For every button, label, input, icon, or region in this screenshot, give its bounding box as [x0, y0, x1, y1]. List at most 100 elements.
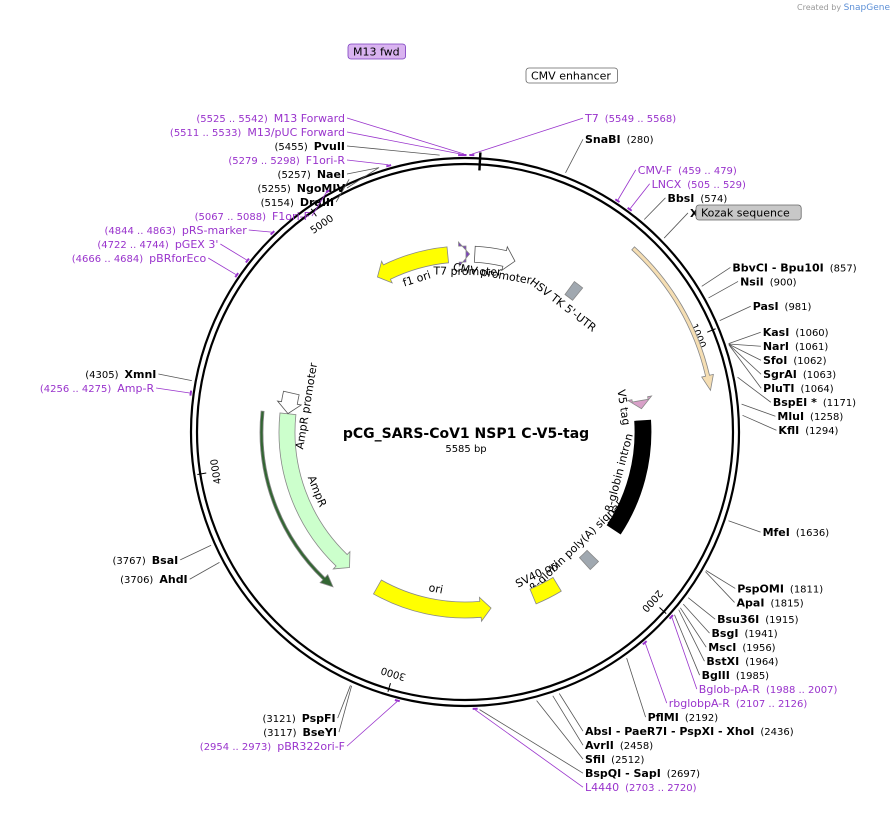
site-label-pvuii: (5455)PvuII [274, 140, 345, 153]
plasmid-name: pCG_SARS-CoV1 NSP1 C-V5-tag [343, 426, 589, 442]
feature-ori [372, 579, 492, 623]
scale-tick [659, 607, 667, 614]
scale-tick-label: 2000 [639, 587, 664, 613]
leader-line [728, 343, 762, 361]
leader-line [346, 167, 379, 189]
primer-label-prs-marker: (4844 .. 4863)pRS-marker [105, 224, 248, 237]
leader-line [346, 117, 465, 155]
leader-line [674, 614, 700, 676]
feature-hsv-tk-5-utr [564, 281, 584, 301]
feature-globin-intron [606, 419, 652, 535]
inner-strand [195, 162, 735, 702]
leader-line [643, 197, 666, 220]
primer-label-lncx: LNCX(505 .. 529) [652, 178, 746, 191]
leader-line [682, 603, 710, 634]
scale-tick-label: 5000 [309, 213, 336, 236]
leader-line [474, 709, 584, 788]
leader-line [728, 331, 761, 345]
site-label-pasi: PasI(981) [753, 300, 812, 313]
leader-line [479, 709, 584, 774]
leader-line [708, 281, 739, 299]
primer-mark-pbrforeco [234, 272, 239, 278]
feature-label-t7-promoter: T7 promoter [432, 264, 502, 278]
leader-line [663, 212, 689, 239]
scale-tick [707, 328, 716, 333]
site-label-sfii: SfiI(2512) [585, 753, 645, 766]
site-label-mlui: MluI(1258) [777, 410, 843, 423]
feature-ampr [259, 410, 334, 588]
feature-label-hsv-tk-5-utr: HSV TK 5'-UTR [527, 275, 599, 334]
primer-label-t7: T7(5549 .. 5568) [584, 112, 676, 125]
leader-line [180, 544, 212, 561]
site-label-bbvci-bpu10i: BbvCI - Bpu10I(857) [732, 261, 856, 274]
site-label-bsai: (3767)BsaI [113, 554, 179, 567]
leader-line [742, 414, 777, 431]
m13-fwd-label-box [347, 43, 406, 60]
site-label-bspei: BspEI *(1171) [773, 396, 856, 409]
leader-line [346, 131, 461, 155]
primer-label-f1ori-r: (5279 .. 5298)F1ori-R [228, 154, 345, 167]
site-label-ahdi: (3706)AhdI [120, 573, 188, 586]
scale-tick [197, 472, 207, 475]
leader-line [680, 607, 707, 648]
site-label-bseyi: (3117)BseYI [263, 726, 337, 739]
site-label-sfoi: SfoI(1062) [763, 354, 827, 367]
leader-line [705, 571, 735, 603]
feature-label-ori: ori [428, 581, 444, 596]
primer-label-l4440: L4440(2703 .. 2720) [585, 781, 697, 794]
primer-mark-bglob-pa-r [668, 614, 674, 620]
leader-line [158, 373, 192, 382]
site-label-xmni: (4305)XmnI [85, 368, 156, 381]
snapgene-logo: SnapGene [843, 3, 890, 13]
leader-line [705, 570, 736, 589]
primer-label-pgex-3: (4722 .. 4744)pGEX 3' [97, 238, 218, 251]
leader-line [248, 229, 272, 233]
primer-mark-pbr322ori-f [394, 699, 400, 703]
cmv-enhancer-label: CMV enhancer [531, 70, 611, 83]
feature-label-v5-tag: V5 tag [614, 389, 632, 427]
primer-label-amp-r: (4256 .. 4275)Amp-R [40, 382, 155, 395]
scale-tick [387, 683, 391, 692]
site-label-apai: ApaI(1815) [737, 596, 804, 609]
leader-line [156, 387, 190, 394]
leader-line [220, 243, 247, 261]
leader-line [311, 190, 329, 217]
leader-line [678, 609, 705, 662]
site-label-kfli: KflI(1294) [778, 424, 838, 437]
leader-line [565, 139, 584, 173]
site-label-bspqi-sapi: BspQI - SapI(2697) [585, 767, 700, 780]
leader-line [629, 183, 650, 209]
leader-line [335, 179, 350, 203]
plasmid-length: 5585 bp [445, 444, 486, 455]
site-label-nari: NarI(1061) [763, 340, 829, 353]
feature-sv40-ori [529, 576, 562, 605]
kozak-sequence-label: Kozak sequence [701, 207, 790, 220]
feature-cmv-promoter [473, 245, 516, 272]
feature-v5-tag [626, 395, 653, 410]
feature-globin-poly-a-signal [578, 549, 600, 571]
leader-line [645, 643, 668, 704]
site-label-nsii: NsiI(900) [740, 275, 797, 288]
primer-label-m13-forward: (5525 .. 5542)M13 Forward [196, 112, 345, 125]
feature-label-globin-poly-a-signal: β-globin poly(A) signal [527, 499, 625, 594]
primer-label-cmv-f: CMV-F(459 .. 479) [638, 164, 737, 177]
leader-line [728, 344, 762, 389]
site-label-bsgi: BsgI(1941) [712, 627, 778, 640]
scale-tick-label: 4000 [209, 458, 224, 485]
feature-ampr [278, 412, 351, 570]
leader-line [346, 159, 389, 166]
primer-mark-cmv-f [614, 198, 621, 203]
leader-line [701, 267, 731, 287]
m13-fwd-label: M13 fwd [353, 46, 400, 59]
site-label-bsu36i: Bsu36I(1915) [717, 613, 799, 626]
leader-line [626, 658, 646, 718]
site-label-snabi: SnaBI(280) [585, 133, 654, 146]
primer-mark-f1ori-r [386, 164, 392, 168]
site-label-kasi: KasI(1060) [763, 326, 829, 339]
leader-line [338, 685, 353, 733]
site-label-msci: MscI(1956) [708, 641, 775, 654]
site-label-pspfi: (3121)PspFI [262, 712, 335, 725]
site-label-naei: (5257)NaeI [278, 168, 345, 181]
